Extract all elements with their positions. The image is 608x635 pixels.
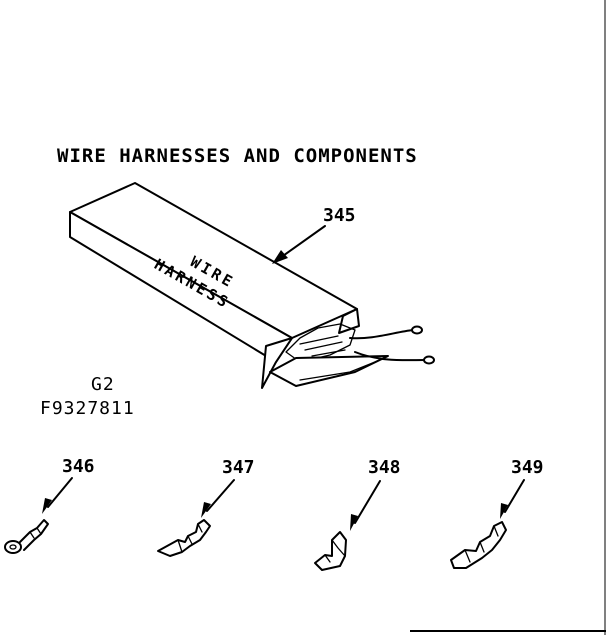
leader-347 [206, 479, 235, 512]
terminal-348 [314, 531, 347, 571]
callout-347: 347 [222, 457, 255, 478]
code-f: F9327811 [40, 398, 135, 419]
arrowhead-347 [201, 502, 211, 518]
arrowhead-346 [42, 498, 52, 514]
leader-346 [47, 477, 73, 508]
arrowhead-345 [272, 250, 288, 264]
arrowhead-349 [500, 503, 508, 519]
leader-348 [354, 480, 381, 524]
wire-harness-box [69, 182, 435, 389]
terminal-349 [450, 521, 507, 569]
terminal-347 [157, 519, 211, 557]
diagram-title: WIRE HARNESSES AND COMPONENTS [57, 145, 418, 167]
callout-348: 348 [368, 457, 401, 478]
terminal-346 [4, 519, 49, 554]
leader-345 [279, 225, 326, 259]
callout-349: 349 [511, 457, 544, 478]
arrowhead-348 [350, 514, 358, 531]
code-g2: G2 [91, 374, 115, 395]
callout-346: 346 [62, 456, 95, 477]
callout-345: 345 [323, 205, 356, 226]
leader-349 [504, 479, 525, 513]
